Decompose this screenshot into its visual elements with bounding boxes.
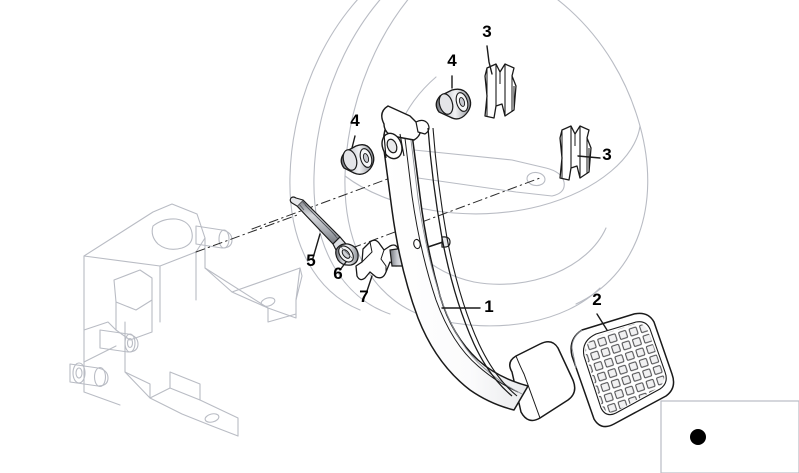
- assembly-centerline: [195, 166, 541, 253]
- callout-numbers: 1 2 3 3 4 4 5 6 7: [306, 22, 611, 316]
- callout-label-5: 5: [306, 251, 315, 270]
- ghost-background-assembly: [69, 0, 649, 437]
- callout-label-4-lower: 4: [350, 111, 360, 130]
- part-retaining-clip-upper: [484, 63, 517, 119]
- part-return-spring: [289, 196, 348, 253]
- callout-label-3-lower: 3: [602, 145, 611, 164]
- leader-3a: [486, 45, 493, 75]
- callout-label-7: 7: [359, 287, 368, 306]
- leader-5: [312, 233, 321, 259]
- callout-label-6: 6: [333, 264, 342, 283]
- leader-6: [339, 261, 347, 271]
- leader-3b: [577, 155, 601, 159]
- pad-waffle-texture: [585, 323, 665, 413]
- callout-label-3-upper: 3: [482, 22, 491, 41]
- leader-7: [365, 275, 373, 295]
- callout-label-4-upper: 4: [447, 51, 457, 70]
- part-bushing-lower: [340, 144, 375, 175]
- part-brake-pedal-lever: [381, 105, 576, 422]
- leader-2: [596, 313, 608, 331]
- legend-dot-icon: [690, 429, 706, 445]
- part-brake-pedal-rubber-pad: [570, 312, 675, 428]
- callout-leader-lines: [312, 45, 608, 331]
- part-bushing-upper: [435, 88, 472, 120]
- part-retaining-clip-lower: [559, 125, 592, 181]
- callout-label-2: 2: [592, 290, 601, 309]
- callout-label-1: 1: [484, 297, 493, 316]
- legend-box-with-dot: [660, 400, 799, 473]
- part-spacer-bush: [335, 243, 359, 266]
- pedal-support-bracket: [69, 203, 303, 437]
- leader-4b: [351, 135, 356, 149]
- legend-box: [660, 400, 799, 473]
- booster-push-rod: [405, 149, 565, 197]
